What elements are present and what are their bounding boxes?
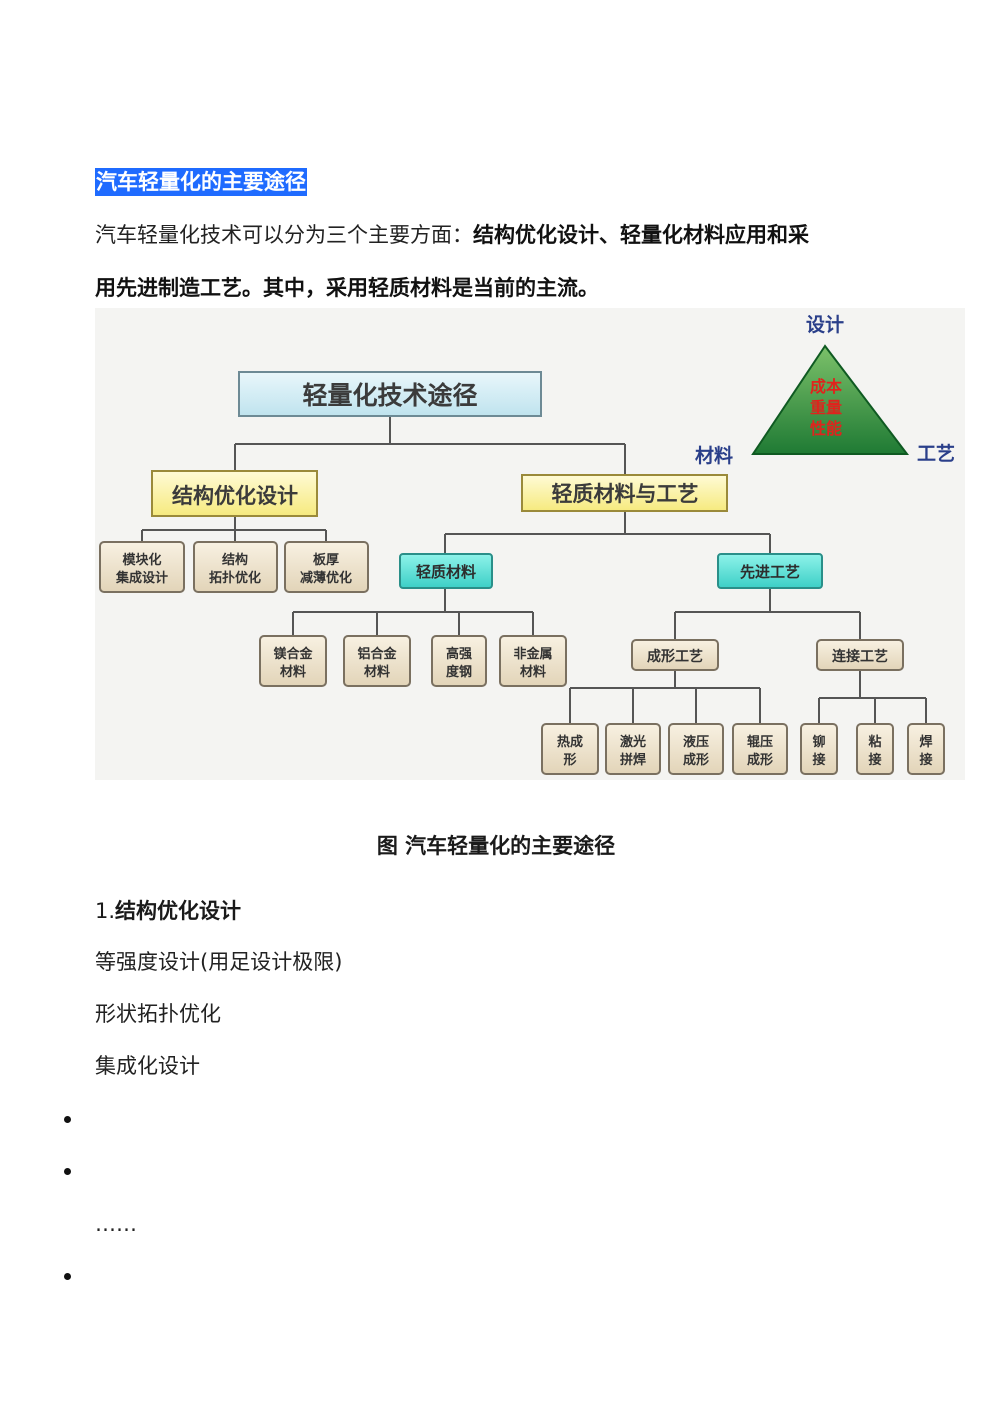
materials-label: 轻质材料 [416, 563, 476, 581]
bullet-icon [64, 1168, 71, 1175]
leaf-riveting: 铆 接 [800, 723, 838, 775]
process-label: 先进工艺 [740, 563, 800, 581]
leaf-welding-line-1: 焊 [919, 734, 932, 750]
section-heading: 汽车轻量化的主要途径 [95, 168, 307, 196]
triangle-top-label: 设计 [806, 314, 844, 336]
connector-lines [141, 416, 927, 724]
leaf-hot-forming-line-1: 热成 [557, 734, 583, 750]
triangle-center-line-1: 成本 [810, 377, 842, 396]
figure-caption: 图 汽车轻量化的主要途径 [376, 834, 616, 858]
intro-line-1: 汽车轻量化技术可以分为三个主要方面：结构优化设计、轻量化材料应用和采 [95, 221, 809, 249]
process-node: 先进工艺 [717, 553, 823, 589]
branch-left-node: 结构优化设计 [151, 470, 318, 517]
branch-left-label: 结构优化设计 [172, 484, 298, 508]
leaf-mg-line-1: 镁合金 [273, 646, 313, 662]
leaf-thickness-line-2: 减薄优化 [300, 570, 352, 586]
triangle-right-label: 工艺 [917, 443, 955, 465]
joining-node: 连接工艺 [816, 639, 904, 671]
leaf-welding-line-2: 接 [919, 752, 932, 768]
leaf-bonding-line-1: 粘 [867, 734, 881, 750]
leaf-topology-line-2: 拓扑优化 [209, 570, 261, 586]
triangle-left-label: 材料 [695, 444, 733, 467]
leaf-laser-welding: 激光 拼焊 [605, 723, 661, 775]
list-item: 形状拓扑优化 [95, 1002, 221, 1026]
leaf-welding: 焊 接 [907, 723, 945, 775]
list-item: 集成化设计 [95, 1054, 200, 1078]
list-item: 等强度设计(用足设计极限) [95, 950, 343, 974]
leaf-modular-line-2: 集成设计 [115, 570, 168, 586]
leaf-steel-line-2: 度钢 [446, 664, 472, 680]
triangle-center-line-3: 性能 [810, 419, 842, 438]
intro-line-2: 用先进制造工艺。其中，采用轻质材料是当前的主流。 [95, 274, 599, 302]
leaf-thickness: 板厚 减薄优化 [284, 541, 369, 593]
leaf-al-line-2: 材料 [364, 664, 390, 680]
materials-node: 轻质材料 [399, 553, 493, 589]
triangle-graphic: 设计 材料 工艺 成本 重量 性能 [695, 314, 955, 467]
bullet-icon [64, 1116, 71, 1123]
leaf-roll-forming-line-2: 成形 [747, 752, 773, 768]
leaf-modular-line-1: 模块化 [122, 552, 161, 568]
ellipsis-text: …… [95, 1212, 137, 1236]
leaf-laser-welding-line-2: 拼焊 [620, 752, 646, 768]
leaf-hot-forming-line-2: 形 [563, 753, 576, 768]
leaf-al: 铝合金 材料 [343, 635, 411, 687]
leaf-bonding: 粘 接 [856, 723, 894, 775]
leaf-hydroforming-line-1: 液压 [683, 734, 709, 750]
section-title-text: 结构优化设计 [115, 899, 242, 923]
leaf-roll-forming: 辊压 成形 [732, 723, 788, 775]
triangle-shape [751, 344, 910, 455]
leaf-riveting-line-1: 铆 [812, 734, 825, 750]
leaf-modular: 模块化 集成设计 [99, 541, 185, 593]
root-label: 轻量化技术途径 [302, 381, 477, 410]
leaf-laser-welding-line-1: 激光 [620, 734, 646, 750]
leaf-hot-forming: 热成 形 [541, 723, 599, 775]
leaf-topology: 结构 拓扑优化 [193, 541, 278, 593]
leaf-steel: 高强 度钢 [431, 635, 487, 687]
diagram-svg: 轻量化技术途径 结构优化设计 轻质材料与工艺 模块化 集成设计 结构 拓扑优化 … [99, 314, 955, 775]
leaf-topology-line-1: 结构 [222, 552, 248, 568]
leaf-hydroforming: 液压 成形 [668, 723, 724, 775]
leaf-nonmetal: 非金属 材料 [499, 635, 567, 687]
intro-bold-1: 结构优化设计、轻量化材料应用和采 [473, 223, 809, 247]
bullet-icon [64, 1273, 71, 1280]
intro-bold-2: 用先进制造工艺。其中，采用轻质材料是当前的主流。 [95, 276, 599, 300]
leaf-mg-line-2: 材料 [280, 664, 306, 680]
leaf-mg: 镁合金 材料 [259, 635, 327, 687]
leaf-riveting-line-2: 接 [812, 752, 825, 768]
lightweight-diagram: 轻量化技术途径 结构优化设计 轻质材料与工艺 模块化 集成设计 结构 拓扑优化 … [95, 308, 965, 780]
triangle-center-line-2: 重量 [810, 398, 842, 417]
branch-right-label: 轻质材料与工艺 [552, 482, 699, 506]
intro-text: 汽车轻量化技术可以分为三个主要方面： [95, 223, 473, 247]
joining-label: 连接工艺 [832, 648, 888, 665]
leaf-nonmetal-line-1: 非金属 [513, 646, 552, 662]
leaf-hydroforming-line-2: 成形 [683, 752, 709, 768]
section-title: 1.结构优化设计 [95, 897, 241, 925]
leaf-thickness-line-1: 板厚 [313, 552, 339, 568]
leaf-al-line-1: 铝合金 [357, 646, 397, 662]
forming-node: 成形工艺 [631, 639, 719, 671]
root-node: 轻量化技术途径 [238, 371, 542, 417]
branch-right-node: 轻质材料与工艺 [521, 474, 728, 512]
leaf-roll-forming-line-1: 辊压 [747, 734, 773, 750]
leaf-steel-line-1: 高强 [446, 646, 472, 662]
forming-label: 成形工艺 [647, 648, 703, 665]
section-number: 1. [95, 899, 116, 923]
leaf-nonmetal-line-2: 材料 [520, 664, 546, 680]
leaf-bonding-line-2: 接 [868, 752, 881, 768]
